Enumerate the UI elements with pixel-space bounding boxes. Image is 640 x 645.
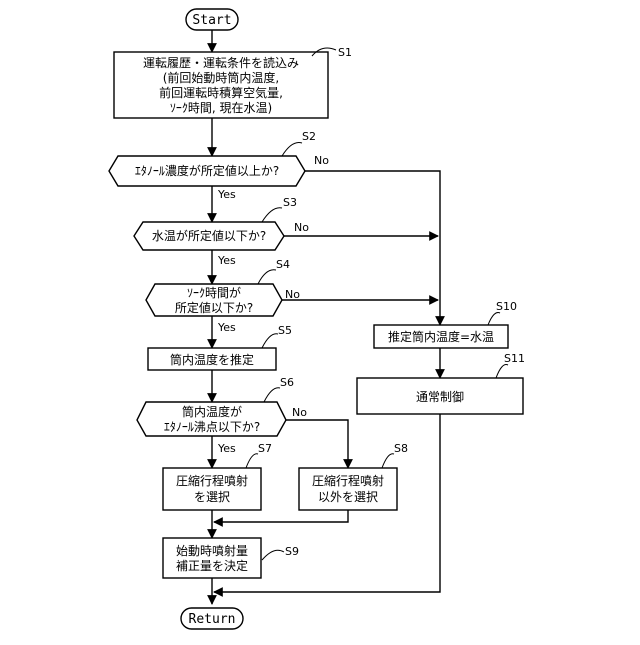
s3-step-label: S3	[283, 196, 297, 209]
s9-line-2: 補正量を決定	[176, 558, 248, 573]
s2-step-label: S2	[302, 130, 316, 143]
s6-yes-label: Yes	[217, 442, 236, 455]
step-s6: 筒内温度が ｴﾀﾉｰﾙ沸点以下か? S6 No Yes	[137, 376, 307, 455]
step-s9: 始動時噴射量 補正量を決定 S9	[163, 538, 299, 578]
s10-line-1: 推定筒内温度=水温	[388, 329, 494, 344]
s8-line-2: 以外を選択	[318, 490, 378, 504]
s7-step-label: S7	[258, 442, 272, 455]
s4-step-label: S4	[276, 258, 290, 271]
s1-line-3: 前回運転時積算空気量,	[159, 85, 283, 100]
s1-step-label: S1	[338, 46, 352, 59]
s7-line-1: 圧縮行程噴射	[176, 473, 248, 488]
s3-no-label: No	[294, 221, 309, 234]
s11-line-1: 通常制御	[416, 389, 464, 404]
s11-step-label: S11	[504, 352, 525, 365]
s9-step-label: S9	[285, 545, 299, 558]
step-s4: ｿｰｸ時間が 所定値以下か? S4 No Yes	[146, 258, 300, 334]
s2-no-label: No	[314, 154, 329, 167]
step-s2: ｴﾀﾉｰﾙ濃度が所定値以上か? S2 No Yes	[109, 130, 329, 201]
s8-step-label: S8	[394, 442, 408, 455]
edge-s6-s8	[286, 420, 348, 468]
s3-line-1: 水温が所定値以下か?	[152, 228, 266, 243]
edge-s2-no	[305, 171, 440, 325]
return-terminator: Return	[181, 608, 243, 629]
s2-leader	[282, 143, 302, 156]
step-s10: 推定筒内温度=水温 S10	[374, 300, 517, 348]
s10-leader	[488, 313, 500, 326]
s6-step-label: S6	[280, 376, 294, 389]
start-terminator: Start	[186, 9, 238, 30]
step-s11: 通常制御 S11	[357, 352, 525, 414]
s8-leader	[382, 454, 394, 468]
s5-step-label: S5	[278, 324, 292, 337]
s5-line-1: 筒内温度を推定	[170, 352, 254, 367]
step-s1: 運転履歴・運転条件を読込み (前回始動時筒内温度, 前回運転時積算空気量, ｿｰ…	[114, 46, 352, 118]
s1-line-4: ｿｰｸ時間, 現在水温)	[170, 101, 272, 115]
s6-line-2: ｴﾀﾉｰﾙ沸点以下か?	[164, 420, 260, 434]
start-label: Start	[192, 13, 231, 28]
s4-leader	[258, 270, 276, 284]
s2-yes-label: Yes	[217, 188, 236, 201]
s4-no-label: No	[285, 288, 300, 301]
s6-no-label: No	[292, 406, 307, 419]
step-s8: 圧縮行程噴射 以外を選択 S8	[299, 442, 408, 510]
s3-leader	[262, 208, 282, 222]
edge-s8-merge	[214, 510, 348, 522]
s1-line-1: 運転履歴・運転条件を読込み	[143, 55, 299, 70]
s7-line-2: を選択	[194, 490, 230, 504]
s8-line-1: 圧縮行程噴射	[312, 473, 384, 488]
s6-leader	[264, 388, 280, 402]
s3-yes-label: Yes	[217, 254, 236, 267]
s9-leader	[262, 550, 284, 560]
s10-step-label: S10	[496, 300, 517, 313]
s11-leader	[496, 365, 508, 378]
s4-line-2: 所定値以下か?	[175, 300, 253, 315]
s6-line-1: 筒内温度が	[182, 404, 242, 419]
return-label: Return	[189, 612, 236, 627]
s5-leader	[262, 334, 278, 348]
s9-line-1: 始動時噴射量	[176, 543, 248, 558]
s1-line-2: (前回始動時筒内温度,	[163, 70, 280, 85]
s4-line-1: ｿｰｸ時間が	[187, 285, 241, 300]
s7-leader	[246, 454, 258, 468]
step-s3: 水温が所定値以下か? S3 No Yes	[134, 196, 309, 267]
s2-line-1: ｴﾀﾉｰﾙ濃度が所定値以上か?	[135, 163, 279, 178]
s4-yes-label: Yes	[217, 321, 236, 334]
